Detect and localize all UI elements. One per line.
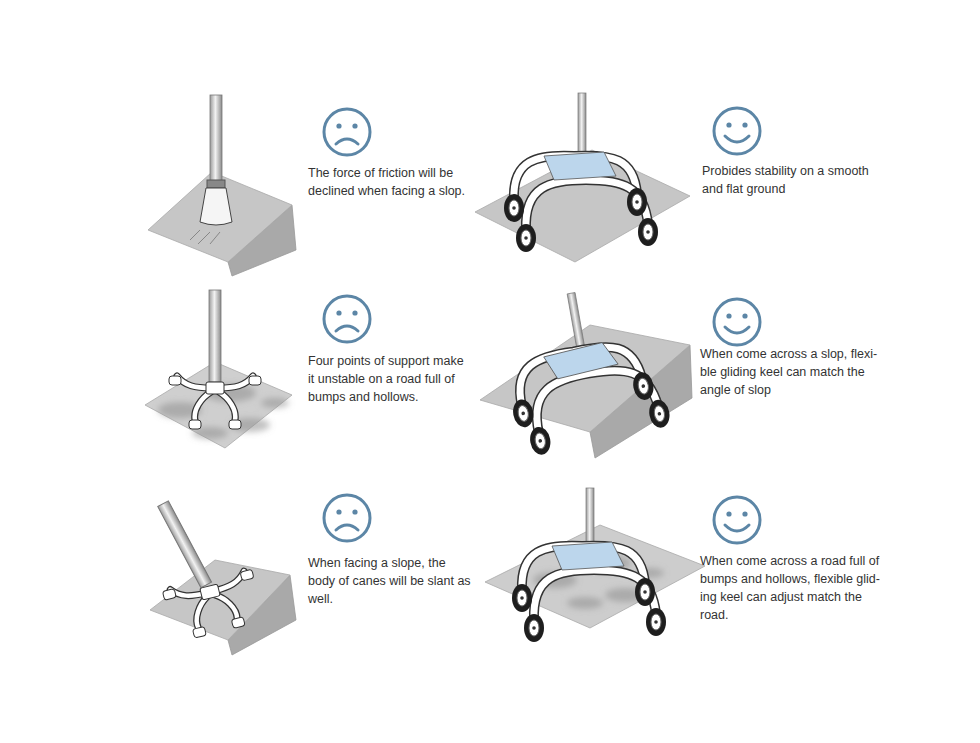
- bumpy-ground: [485, 525, 705, 628]
- happy-face: [714, 108, 760, 154]
- caption-text: When facing a slope, the body of canes w…: [308, 554, 473, 608]
- caption-text: When come across a slop, flexi- ble glid…: [700, 345, 890, 399]
- walker-cane: [494, 280, 672, 458]
- happy-face: [714, 497, 760, 543]
- cane-pole: [158, 501, 212, 588]
- caption-text: The force of friction will be declined w…: [308, 164, 473, 200]
- cane-pole: [210, 95, 222, 182]
- caption-text: Probides stability on a smooth and flat …: [702, 162, 892, 198]
- caption-text: Four points of support make it unstable …: [308, 352, 473, 406]
- walker-cane: [504, 93, 658, 252]
- cane-pole: [209, 290, 221, 382]
- sad-face: [324, 296, 370, 342]
- slope-top: [480, 325, 690, 432]
- quad-base: [169, 376, 261, 429]
- caption-text: When come across a road full of bumps an…: [700, 552, 890, 624]
- rubber-tip: [200, 188, 232, 225]
- sad-face: [324, 495, 370, 541]
- slope-top: [150, 560, 290, 640]
- slope-top: [148, 172, 292, 262]
- flat-ground: [475, 150, 690, 262]
- happy-face: [714, 299, 760, 345]
- walker-cane: [512, 488, 666, 642]
- sad-face: [324, 109, 370, 155]
